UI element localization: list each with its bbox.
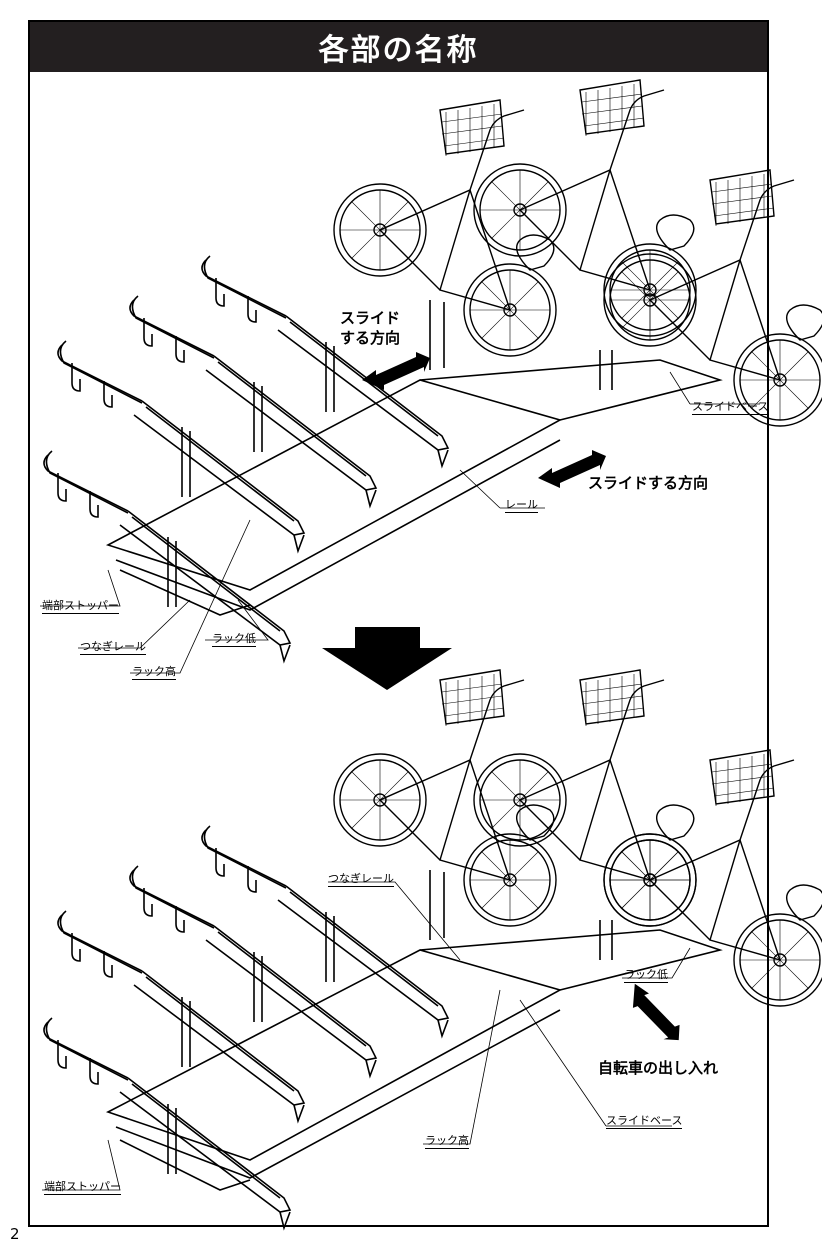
rack-high-label: ラック高 <box>132 665 176 680</box>
down-arrow-icon <box>322 627 452 690</box>
slide-direction-label-1: スライド する方向 <box>340 308 400 348</box>
slide-direction-line1: スライド <box>340 309 401 327</box>
page-frame: 各部の名称 <box>28 20 769 1227</box>
rack-low-label: ラック低 <box>212 632 256 647</box>
end-stopper-label: 端部ストッパー <box>42 599 119 614</box>
top-rack-assembly <box>43 255 723 662</box>
page-number: 2 <box>10 1225 20 1243</box>
rack-low-label: ラック低 <box>624 968 668 983</box>
rack-high-label: ラック高 <box>425 1134 469 1149</box>
slide-direction-line2: する方向 <box>340 329 401 347</box>
joint-rail-label: つなぎレール <box>328 872 394 887</box>
slide-base-label: スライドベース <box>692 400 769 415</box>
page-title: 各部の名称 <box>30 22 767 72</box>
bottom-bicycles <box>333 669 822 1007</box>
end-stopper-label: 端部ストッパー <box>44 1180 121 1195</box>
slide-direction-label-2: スライドする方向 <box>588 474 709 492</box>
joint-rail-label: つなぎレール <box>80 640 146 655</box>
rail-label: レール <box>505 498 538 513</box>
slide-base-label: スライドベース <box>606 1114 683 1129</box>
bottom-rack-assembly <box>43 825 723 1229</box>
double-arrow-icon <box>362 352 430 390</box>
bicycle-in-out-label: 自転車の出し入れ <box>598 1059 719 1077</box>
double-arrow-icon <box>625 974 685 1052</box>
